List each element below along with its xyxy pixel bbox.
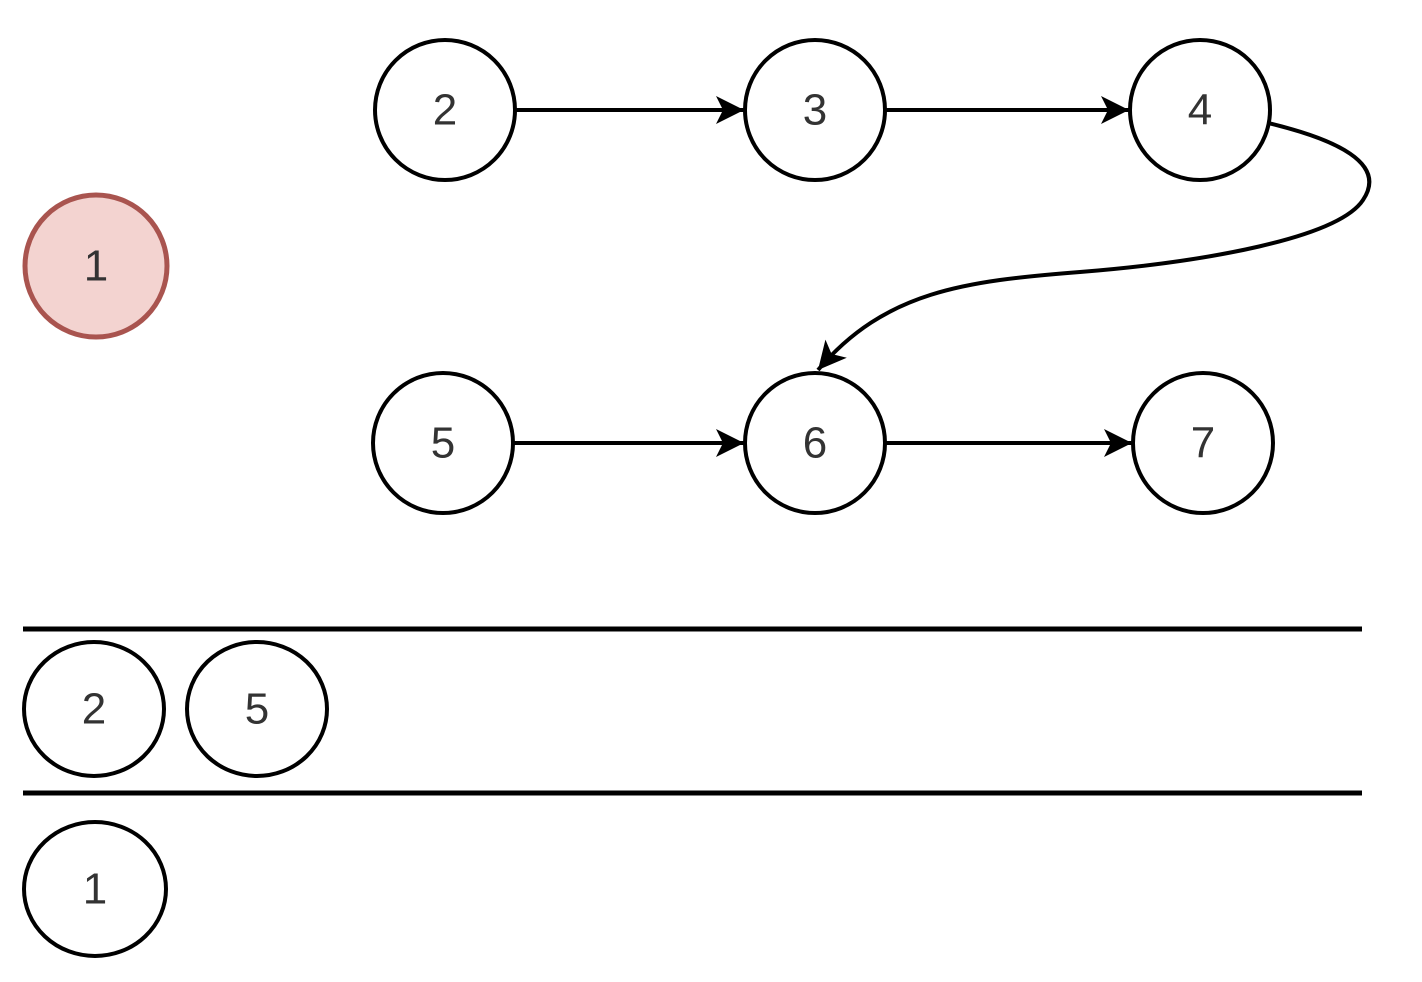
node-1-circle	[22, 192, 170, 340]
node-3[interactable]: 3	[743, 38, 887, 182]
edge-4-6[interactable]	[816, 121, 1372, 372]
node-4-label: 4	[1188, 86, 1212, 135]
node-5-circle	[371, 371, 515, 515]
visited-item-0-circle	[22, 820, 168, 958]
graph-section: 1 2 3 4 5	[22, 38, 1372, 515]
node-3-circle	[743, 38, 887, 182]
visited-item-0[interactable]: 1	[22, 820, 168, 958]
node-4[interactable]: 4	[1128, 38, 1272, 182]
node-7[interactable]: 7	[1131, 371, 1275, 515]
node-5[interactable]: 5	[371, 371, 515, 515]
queue-item-0-label: 2	[82, 685, 106, 734]
queue-item-0-circle	[22, 640, 166, 778]
queue-item-1-circle	[185, 640, 329, 778]
queue-section: 2 5	[22, 626, 1362, 796]
node-1[interactable]: 1	[22, 192, 170, 340]
node-4-circle	[1128, 38, 1272, 182]
node-5-label: 5	[431, 419, 455, 468]
node-3-label: 3	[803, 86, 827, 135]
node-7-circle	[1131, 371, 1275, 515]
queue-item-1[interactable]: 5	[185, 640, 329, 778]
node-6-label: 6	[803, 419, 827, 468]
node-6[interactable]: 6	[743, 371, 887, 515]
queue-item-0[interactable]: 2	[22, 640, 166, 778]
node-2-circle	[373, 38, 517, 182]
node-2-label: 2	[433, 86, 457, 135]
node-2[interactable]: 2	[373, 38, 517, 182]
node-6-circle	[743, 371, 887, 515]
visited-section: 1	[22, 820, 168, 958]
queue-item-1-label: 5	[245, 685, 269, 734]
node-1-label: 1	[84, 242, 108, 291]
visited-item-0-label: 1	[83, 865, 107, 914]
node-7-label: 7	[1191, 419, 1215, 468]
